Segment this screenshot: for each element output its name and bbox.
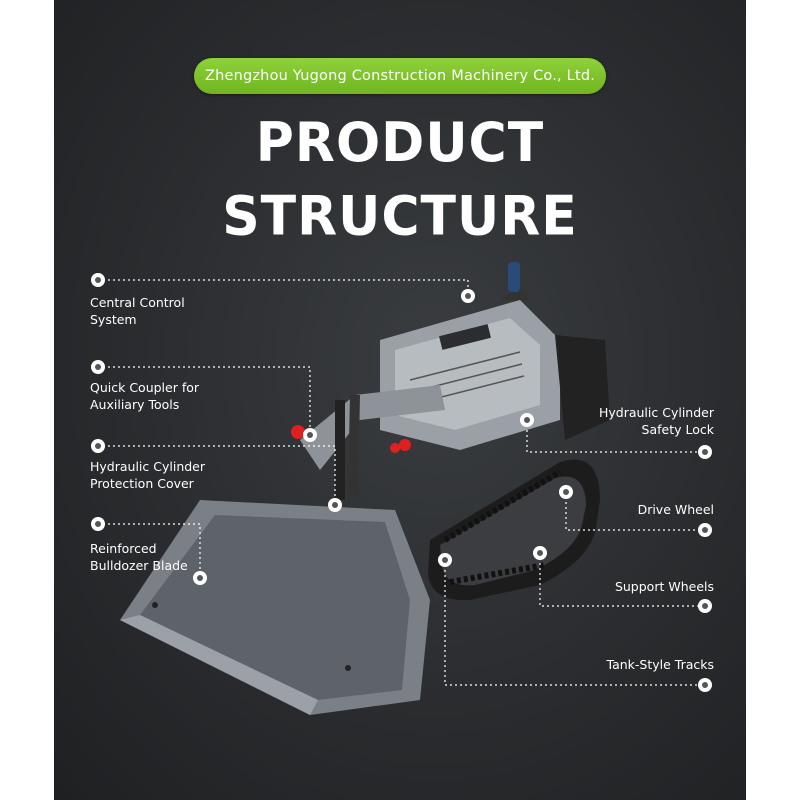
label-safety-lock: Hydraulic Cylinder Safety Lock xyxy=(598,405,714,437)
page-title: PRODUCT STRUCTURE xyxy=(222,111,578,249)
crawler-track xyxy=(428,459,600,601)
label-bulldozer-blade: Reinforced Bulldozer Blade xyxy=(90,541,188,573)
loader-arms xyxy=(291,385,445,500)
label-support-wheels: Support Wheels xyxy=(614,579,714,594)
label-hydraulic-cover: Hydraulic Cylinder Protection Cover xyxy=(90,459,206,491)
company-name-badge: Zhengzhou Yugong Construction Machinery … xyxy=(194,58,606,94)
bulldozer-bucket xyxy=(120,500,430,715)
machine-body xyxy=(380,262,610,450)
label-drive-wheel: Drive Wheel xyxy=(637,502,714,517)
label-quick-coupler: Quick Coupler for Auxiliary Tools xyxy=(90,380,200,412)
marker-dots xyxy=(91,273,712,692)
label-tracks: Tank-Style Tracks xyxy=(606,657,715,672)
label-central-control: Central Control System xyxy=(90,295,185,327)
